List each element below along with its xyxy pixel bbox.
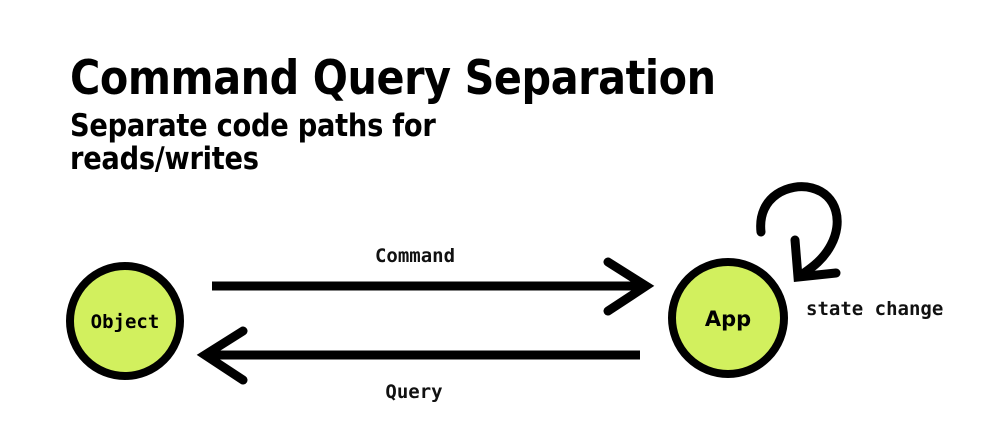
node-app-label: App bbox=[705, 307, 751, 331]
edge-query bbox=[196, 326, 640, 385]
page-subtitle: Separate code paths for reads/writes bbox=[70, 108, 436, 177]
node-app-circle[interactable] bbox=[668, 258, 788, 378]
command-arrowhead-icon bbox=[603, 257, 655, 316]
edge-label-command: Command bbox=[375, 245, 455, 267]
self-loop-arrowhead-icon bbox=[790, 235, 841, 282]
edge-state-change-loop bbox=[756, 182, 842, 282]
heading-block: Command Query Separation Separate code p… bbox=[70, 52, 890, 176]
edge-label-query: Query bbox=[385, 381, 442, 403]
node-object[interactable]: Object bbox=[66, 262, 184, 380]
self-loop-arc bbox=[756, 182, 842, 281]
node-app[interactable]: App bbox=[668, 258, 788, 378]
node-object-label: Object bbox=[91, 311, 160, 333]
edge-label-state-change: state change bbox=[806, 298, 943, 320]
query-arrowhead-icon bbox=[196, 326, 248, 385]
page-title: Command Query Separation bbox=[70, 51, 716, 106]
node-object-circle[interactable] bbox=[66, 262, 184, 380]
edge-command bbox=[212, 257, 655, 316]
